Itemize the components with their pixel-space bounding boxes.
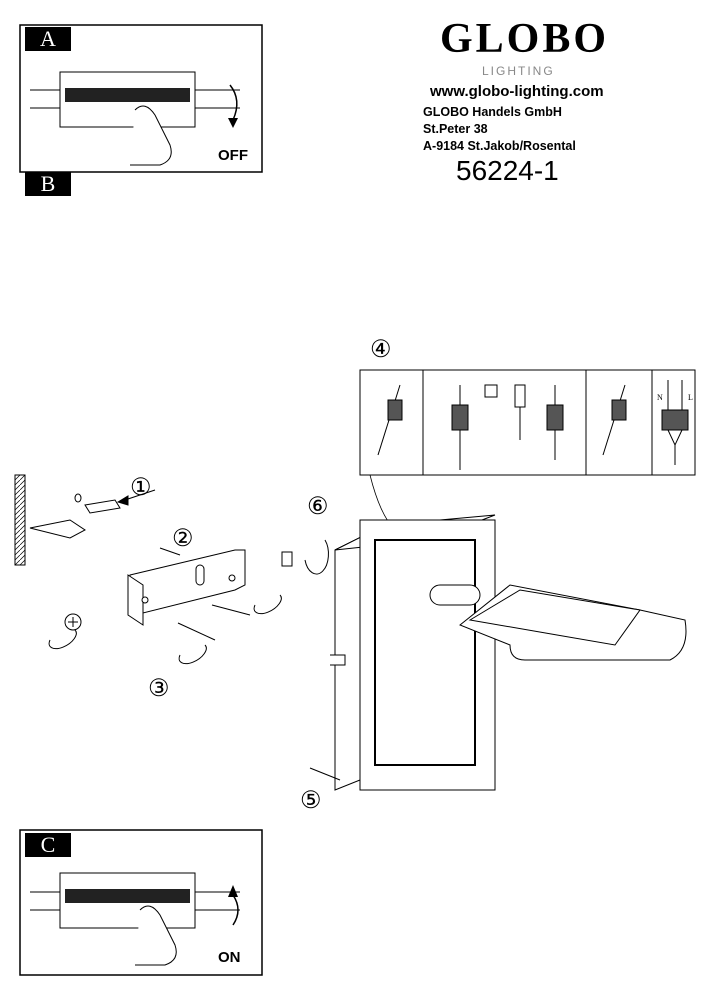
- brand-sub: LIGHTING: [482, 64, 555, 78]
- live-label: L: [688, 393, 693, 402]
- step-3-label: ③: [148, 676, 170, 702]
- neutral-label: N: [657, 393, 663, 402]
- switch-off-arrow-icon: [229, 84, 238, 121]
- wall-anchors: [14, 474, 156, 566]
- step-2-label: ②: [172, 526, 194, 552]
- hand-icon: [130, 105, 172, 166]
- city: A-9184 St.Jakob/Rosental: [423, 139, 576, 153]
- step-1-label: ①: [130, 475, 152, 501]
- brand-logo: GLOBO: [440, 16, 610, 62]
- screws: [48, 539, 329, 665]
- panel-c-label: C: [25, 833, 71, 857]
- panel-a: [19, 24, 263, 173]
- website: www.globo-lighting.com: [430, 83, 604, 100]
- wiring-steps-panel: N L: [359, 369, 696, 531]
- panel-b-label: B: [25, 172, 71, 196]
- cable-connector-icon: [377, 380, 689, 470]
- step-5-label: ⑤: [300, 788, 322, 814]
- switch-on-arrow-icon: [232, 894, 239, 926]
- off-label: OFF: [218, 147, 248, 164]
- breaker-block-icon: [30, 71, 240, 128]
- model-number: 56224-1: [456, 155, 559, 186]
- on-label: ON: [218, 949, 241, 966]
- step-4-label: ④: [370, 337, 392, 363]
- wall-lamp: [309, 514, 687, 791]
- panel-c: [19, 829, 263, 976]
- mounting-bracket: [127, 547, 246, 626]
- step-6-label: ⑥: [307, 494, 329, 520]
- hand-icon: [135, 905, 177, 966]
- street: St.Peter 38: [423, 122, 488, 136]
- panel-a-label: A: [25, 27, 71, 51]
- company-name: GLOBO Handels GmbH: [423, 105, 562, 119]
